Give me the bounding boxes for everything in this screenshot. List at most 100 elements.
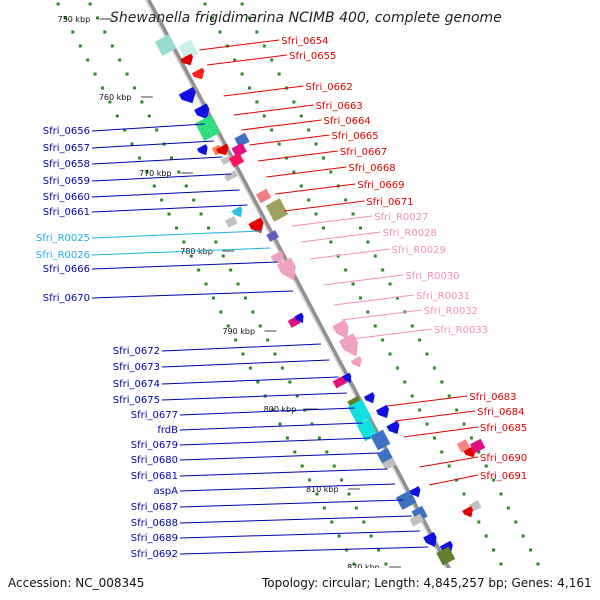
tick-mark — [247, 86, 251, 90]
gene-arrow[interactable] — [231, 206, 246, 220]
gene-label[interactable]: Sfri_0680 — [131, 455, 178, 466]
gene-block[interactable] — [436, 546, 456, 566]
tick-mark — [285, 436, 289, 440]
gene-label[interactable]: Sfri_0683 — [469, 392, 516, 403]
gene-block[interactable] — [469, 438, 486, 454]
gene-block[interactable] — [265, 198, 289, 222]
gene-block[interactable] — [395, 490, 417, 510]
gene-label[interactable]: Sfri_0691 — [480, 471, 527, 482]
label-leader — [179, 483, 396, 492]
gene-arrow[interactable] — [294, 312, 307, 326]
gene-arrow[interactable] — [423, 531, 440, 550]
gene-label[interactable]: Sfri_0675 — [113, 395, 160, 406]
gene-block[interactable] — [231, 142, 247, 158]
tick-mark — [366, 240, 370, 244]
gene-label[interactable]: Sfri_0666 — [43, 264, 90, 275]
gene-label[interactable]: Sfri_R0032 — [424, 306, 478, 317]
gene-label[interactable]: Sfri_0663 — [316, 101, 363, 112]
gene-arrow[interactable] — [386, 420, 402, 437]
tick-mark — [197, 268, 201, 272]
gene-label[interactable]: Sfri_0681 — [131, 471, 178, 482]
gene-label[interactable]: aspA — [153, 486, 178, 497]
gene-block[interactable] — [194, 114, 221, 142]
gene-label[interactable]: Sfri_0671 — [366, 197, 413, 208]
gene-label[interactable]: Sfri_0670 — [43, 293, 90, 304]
gene-label[interactable]: Sfri_0677 — [131, 410, 178, 421]
gene-arrow[interactable] — [363, 392, 378, 406]
gene-block[interactable] — [381, 457, 397, 471]
tick-mark — [278, 422, 282, 426]
gene-label[interactable]: Sfri_R0029 — [392, 245, 446, 256]
tick-mark — [258, 324, 262, 328]
gene-arrow[interactable] — [194, 103, 213, 122]
gene-arrow[interactable] — [216, 143, 231, 158]
gene-block[interactable] — [228, 152, 245, 168]
gene-arrow[interactable] — [270, 250, 287, 267]
tick-mark — [425, 422, 429, 426]
gene-block[interactable] — [255, 188, 272, 204]
gene-label[interactable]: Sfri_0673 — [113, 362, 160, 373]
gene-block[interactable] — [220, 155, 233, 165]
gene-label[interactable]: Sfri_0655 — [289, 51, 336, 62]
gene-block[interactable] — [332, 375, 347, 389]
gene-label[interactable]: Sfri_R0027 — [374, 212, 428, 223]
gene-arrow[interactable] — [178, 86, 200, 107]
gene-label[interactable]: Sfri_R0033 — [434, 325, 488, 336]
gene-arrow[interactable] — [196, 144, 211, 158]
gene-label[interactable]: Sfri_0688 — [131, 518, 178, 529]
gene-label[interactable]: Sfri_R0031 — [416, 291, 470, 302]
gene-arrow[interactable] — [276, 257, 301, 284]
gene-label[interactable]: Sfri_0656 — [43, 126, 90, 137]
tick-mark — [192, 198, 196, 202]
tick-mark — [499, 492, 503, 496]
gene-arrow[interactable] — [342, 372, 354, 386]
gene-block[interactable] — [266, 230, 279, 242]
gene-arrow[interactable] — [350, 356, 365, 370]
gene-label[interactable]: Sfri_0672 — [113, 346, 160, 357]
gene-label[interactable]: Sfri_0659 — [43, 176, 90, 187]
gene-label[interactable]: Sfri_R0026 — [36, 250, 90, 261]
gene-label[interactable]: Sfri_0660 — [43, 192, 90, 203]
gene-arrow[interactable] — [462, 506, 476, 520]
gene-block[interactable] — [347, 399, 372, 425]
gene-label[interactable]: Sfri_0685 — [480, 423, 527, 434]
gene-label[interactable]: Sfri_0687 — [131, 502, 178, 513]
gene-label[interactable]: Sfri_0689 — [131, 533, 178, 544]
gene-label[interactable]: Sfri_R0030 — [405, 271, 459, 282]
gene-label[interactable]: Sfri_0662 — [306, 82, 353, 93]
gene-arrow[interactable] — [376, 404, 392, 421]
gene-label[interactable]: Sfri_0665 — [331, 131, 378, 142]
gene-arrow[interactable] — [191, 67, 207, 82]
gene-block[interactable] — [178, 39, 199, 61]
gene-label[interactable]: Sfri_0679 — [131, 440, 178, 451]
gene-block[interactable] — [224, 170, 238, 182]
gene-label[interactable]: Sfri_0667 — [340, 147, 387, 158]
gene-block[interactable] — [456, 439, 471, 453]
gene-label[interactable]: Sfri_0692 — [131, 549, 178, 560]
gene-label[interactable]: Sfri_0668 — [348, 163, 395, 174]
gene-label[interactable]: frdB — [157, 425, 178, 436]
gene-label[interactable]: Sfri_0664 — [324, 116, 371, 127]
gene-label[interactable]: Sfri_R0028 — [383, 228, 437, 239]
gene-label[interactable]: Sfri_0669 — [357, 180, 404, 191]
gene-label[interactable]: Sfri_0684 — [477, 407, 524, 418]
gene-block[interactable] — [234, 132, 250, 148]
gene-block[interactable] — [224, 216, 238, 228]
gene-block[interactable] — [370, 429, 391, 451]
tick-mark — [248, 366, 252, 370]
gene-arrow[interactable] — [409, 486, 424, 500]
tick-mark — [410, 394, 414, 398]
gene-label[interactable]: Sfri_0654 — [281, 36, 328, 47]
gene-label[interactable]: Sfri_0661 — [43, 207, 90, 218]
tick-mark — [152, 184, 156, 188]
gene-label[interactable]: Sfri_R0025 — [36, 233, 90, 244]
gene-label[interactable]: Sfri_0674 — [113, 379, 160, 390]
gene-arrow[interactable] — [248, 217, 267, 236]
gene-block[interactable] — [409, 513, 424, 527]
gene-label[interactable]: Sfri_0658 — [43, 159, 90, 170]
gene-arrow[interactable] — [332, 319, 353, 342]
gene-arrow[interactable] — [180, 53, 196, 68]
gene-label[interactable]: Sfri_0657 — [43, 143, 90, 154]
gene-block[interactable] — [154, 34, 177, 56]
gene-label[interactable]: Sfri_0690 — [480, 453, 527, 464]
